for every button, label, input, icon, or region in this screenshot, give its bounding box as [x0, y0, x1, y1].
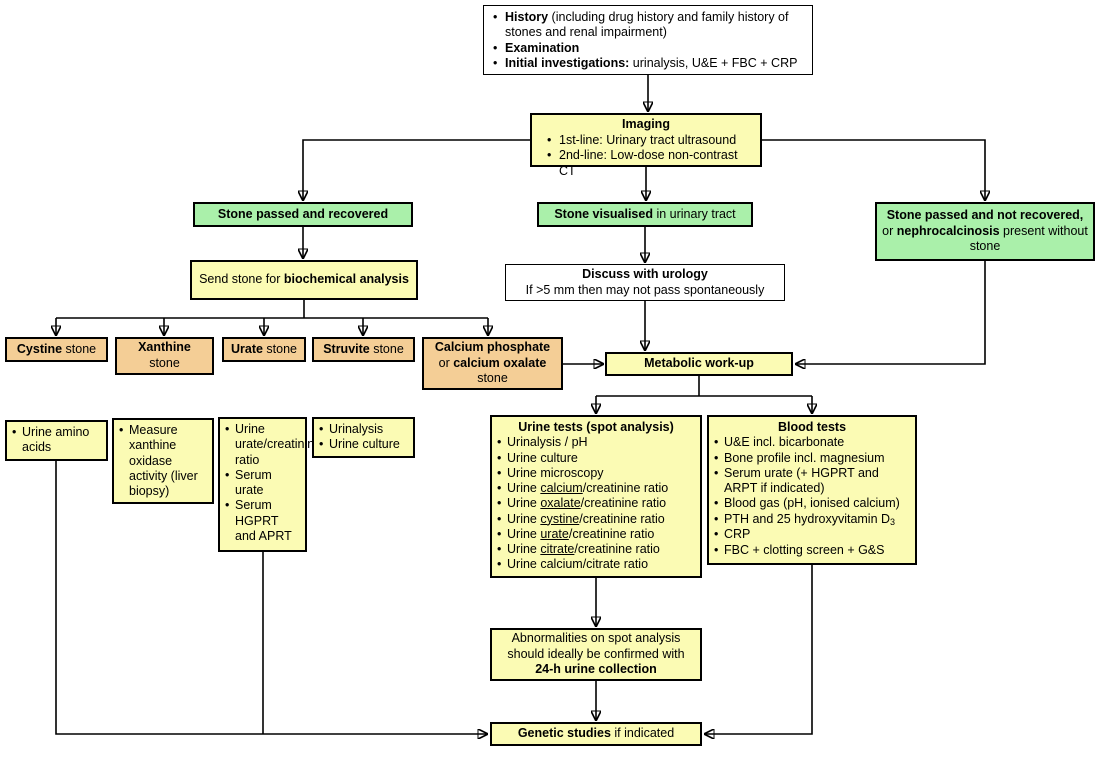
connector-bloodtests-genetic [705, 565, 813, 734]
list-item: Urine calcium/creatinine ratio [496, 481, 696, 497]
connector-aminoacids-genetic [55, 456, 487, 734]
calcium-stone-label: Calcium phosphate or calcium oxalate sto… [434, 340, 551, 386]
list-item: Urine calcium/citrate ratio [496, 557, 696, 573]
cystine-stone-label: Cystine stone [16, 341, 97, 356]
list-item: Urinalysis [318, 422, 409, 438]
stone-visualised-label: Stone visualised in urinary tract [554, 206, 736, 221]
urate-stone-box: Urate stone [222, 337, 306, 362]
cystine-stone-box: Cystine stone [5, 337, 108, 362]
list-item: Urine culture [496, 451, 696, 467]
list-item: Bone profile incl. magnesium [713, 451, 911, 467]
stone-visualised-box: Stone visualised in urinary tract [537, 202, 753, 227]
metabolic-workup-box: Metabolic work-up [605, 352, 793, 376]
struvite-stone-label: Struvite stone [323, 341, 404, 356]
xanthine-followup-box: Measure xanthine oxidase activity (liver… [112, 418, 214, 505]
calcium-stone-box: Calcium phosphate or calcium oxalate sto… [422, 337, 563, 390]
struvite-stone-box: Struvite stone [312, 337, 415, 362]
genetic-studies-box: Genetic studies if indicated [490, 722, 702, 746]
list-item: U&E incl. bicarbonate [713, 435, 911, 451]
urate-stone-label: Urate stone [230, 341, 298, 356]
list-item: Urine cystine/creatinine ratio [496, 512, 696, 528]
discuss-urology-title: Discuss with urology [582, 266, 708, 281]
urate-followup-box: Urine urate/creatinine ratioSerum urateS… [218, 417, 321, 552]
abnormalities-box: Abnormalities on spot analysis should id… [490, 628, 702, 681]
list-item: History (including drug history and fami… [490, 10, 806, 41]
discuss-urology-box: Discuss with urology If >5 mm then may n… [505, 264, 785, 301]
cystine-followup-box: Urine amino acids [5, 420, 108, 461]
list-item: Initial investigations: urinalysis, U&E … [490, 56, 806, 72]
urine-tests-box: Urine tests (spot analysis) Urinalysis /… [490, 415, 702, 578]
xanthine-stone-label: Xanthine stone [138, 340, 191, 370]
list-item: Urine urate/creatinine ratio [496, 527, 696, 543]
imaging-list: 1st-line: Urinary tract ultrasound2nd-li… [536, 133, 756, 180]
list-item: Blood gas (pH, ionised calcium) [713, 496, 911, 512]
blood-tests-list: U&E incl. bicarbonateBone profile incl. … [713, 435, 911, 558]
struvite-followup-box: UrinalysisUrine culture [312, 417, 415, 458]
list-item: Urine amino acids [11, 425, 102, 456]
imaging-title: Imaging [622, 117, 670, 131]
stone-not-recovered-box: Stone passed and not recovered, or nephr… [875, 202, 1095, 261]
blood-tests-box: Blood tests U&E incl. bicarbonateBone pr… [707, 415, 917, 565]
list-item: Urinalysis / pH [496, 435, 696, 451]
list-item: Urine culture [318, 437, 409, 453]
list-item: Serum HGPRT and APRT [224, 498, 301, 544]
connector-imaging-notrecovered [762, 139, 985, 200]
history-box: History (including drug history and fami… [483, 5, 813, 75]
list-item: Measure xanthine oxidase activity (liver… [118, 423, 208, 499]
list-item: Urine citrate/creatinine ratio [496, 542, 696, 558]
list-item: 1st-line: Urinary tract ultrasound [544, 133, 756, 149]
urine-tests-title: Urine tests (spot analysis) [518, 420, 674, 434]
metabolic-workup-label: Metabolic work-up [644, 356, 754, 371]
list-item: Serum urate [224, 468, 301, 499]
send-stone-box: Send stone for biochemical analysis [190, 260, 418, 300]
list-item: Examination [490, 41, 806, 57]
connector-notrecovered-metabolic [796, 261, 986, 364]
list-item: FBC + clotting screen + G&S [713, 543, 911, 559]
abnormalities-label: Abnormalities on spot analysis should id… [507, 631, 685, 677]
connector-imaging-recovered [303, 139, 530, 200]
list-item: Urine microscopy [496, 466, 696, 482]
xanthine-stone-box: Xanthine stone [115, 337, 214, 375]
list-item: Serum urate (+ HGPRT and ARPT if indicat… [713, 466, 911, 497]
list-item: Urine oxalate/creatinine ratio [496, 496, 696, 512]
list-item: PTH and 25 hydroxyvitamin D3 [713, 512, 911, 528]
discuss-urology-subtitle: If >5 mm then may not pass spontaneously [525, 282, 765, 297]
list-item: 2nd-line: Low-dose non-contrast CT [544, 148, 756, 179]
list-item: Urine urate/creatinine ratio [224, 422, 321, 468]
imaging-box: Imaging 1st-line: Urinary tract ultrasou… [530, 113, 762, 178]
stone-recovered-box: Stone passed and recovered [193, 202, 413, 227]
list-item: CRP [713, 527, 911, 543]
send-stone-label: Send stone for biochemical analysis [199, 272, 409, 287]
blood-tests-title: Blood tests [777, 420, 847, 434]
stone-recovered-label: Stone passed and recovered [217, 206, 389, 221]
genetic-studies-label: Genetic studies if indicated [517, 726, 675, 741]
stone-not-recovered-label: Stone passed and not recovered, or nephr… [882, 208, 1088, 254]
